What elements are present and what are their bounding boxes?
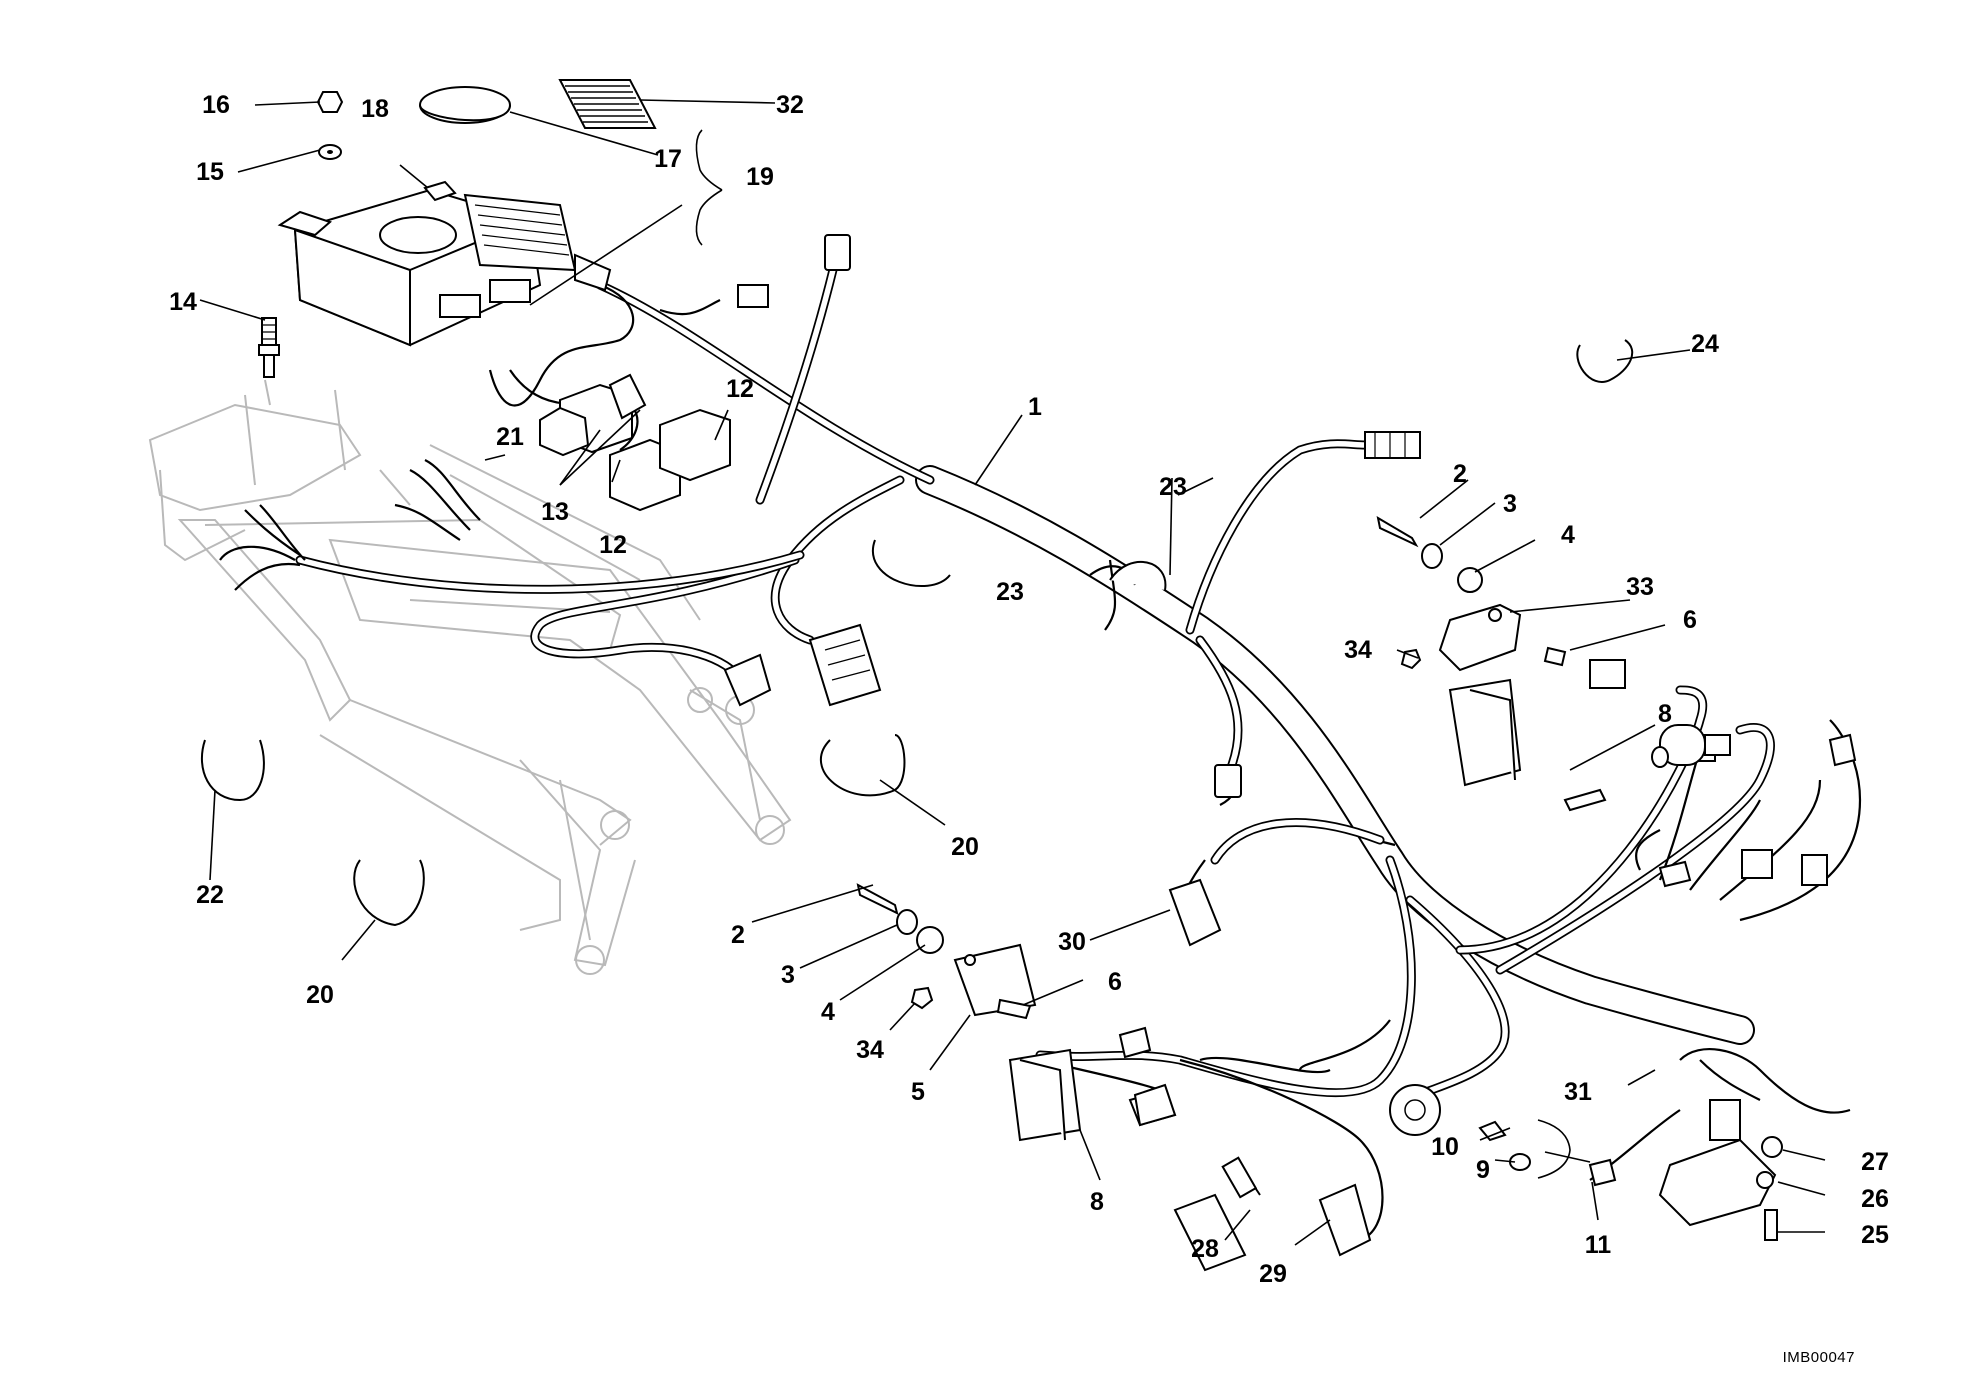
label-sticker xyxy=(558,79,657,129)
callout-26: 26 xyxy=(1861,1185,1889,1213)
callout-14: 14 xyxy=(169,288,197,316)
callout-9: 9 xyxy=(1476,1156,1490,1184)
callout-23-lower: 23 xyxy=(996,578,1024,606)
callout-16: 16 xyxy=(202,91,230,119)
callout-28: 28 xyxy=(1191,1235,1219,1263)
ignition-coils xyxy=(1008,678,1522,1142)
callout-6-lower: 6 xyxy=(1108,968,1122,996)
throttle-position-sensor-plug xyxy=(1659,724,1731,766)
callout-labels: 16 15 18 32 17 19 14 12 21 13 12 1 23 23… xyxy=(169,91,1889,1366)
callout-20-left: 20 xyxy=(306,981,334,1009)
main-harness-tube xyxy=(915,465,1755,1045)
callout-29: 29 xyxy=(1259,1260,1287,1288)
harness-branches xyxy=(295,235,1775,1105)
callout-8-lower: 8 xyxy=(1090,1188,1104,1216)
frame-outline xyxy=(148,379,792,975)
callout-4-upper: 4 xyxy=(1561,521,1575,549)
map-sensor xyxy=(1658,1099,1783,1241)
leader-lines xyxy=(199,99,1826,1246)
callout-11: 11 xyxy=(1585,1231,1612,1259)
callout-34-lower: 34 xyxy=(856,1036,884,1064)
callout-34-upper: 34 xyxy=(1344,636,1372,664)
ecu-connector-plug xyxy=(463,193,612,292)
callout-27: 27 xyxy=(1861,1148,1889,1176)
callout-33: 33 xyxy=(1626,573,1654,601)
callout-2-upper: 2 xyxy=(1453,460,1467,488)
callout-3-lower: 3 xyxy=(781,961,795,989)
rubber-grommet xyxy=(1168,878,1222,947)
callout-31: 31 xyxy=(1564,1078,1592,1106)
callout-13: 13 xyxy=(541,498,569,526)
callout-8-upper: 8 xyxy=(1658,700,1672,728)
callout-4-lower: 4 xyxy=(821,998,835,1026)
harness-connectors xyxy=(723,234,1857,1127)
callout-17: 17 xyxy=(654,145,682,173)
sensors xyxy=(1133,1083,1441,1272)
callout-18: 18 xyxy=(361,95,389,123)
callout-32: 32 xyxy=(776,91,804,119)
nut-and-washer xyxy=(316,91,344,160)
callout-5: 5 xyxy=(911,1078,925,1106)
coil-mount-hardware xyxy=(856,516,1669,1020)
callout-1: 1 xyxy=(1028,393,1042,421)
callout-10: 10 xyxy=(1431,1133,1459,1161)
callout-25: 25 xyxy=(1861,1221,1889,1249)
callout-19: 19 xyxy=(746,163,774,191)
callout-21: 21 xyxy=(496,423,524,451)
small-pad xyxy=(423,180,457,202)
drawing-code: IMB00047 xyxy=(1783,1349,1855,1366)
callout-24: 24 xyxy=(1691,330,1719,358)
callout-30: 30 xyxy=(1058,928,1086,956)
cover-cap xyxy=(419,86,511,124)
callout-15: 15 xyxy=(196,158,224,186)
coil-brackets xyxy=(953,603,1522,1017)
callout-12-lower: 12 xyxy=(599,531,627,559)
callout-12-upper: 12 xyxy=(726,375,754,403)
connector-pins xyxy=(1478,1120,1617,1187)
callout-22: 22 xyxy=(196,881,224,909)
callout-2-lower: 2 xyxy=(731,921,745,949)
relays xyxy=(539,373,731,512)
callout-23-upper: 23 xyxy=(1159,473,1187,501)
callout-20-right: 20 xyxy=(951,833,979,861)
clamps xyxy=(200,339,1634,927)
ecu-stud-bolt xyxy=(258,317,280,378)
callout-3-upper: 3 xyxy=(1503,490,1517,518)
callout-6-upper: 6 xyxy=(1683,606,1697,634)
